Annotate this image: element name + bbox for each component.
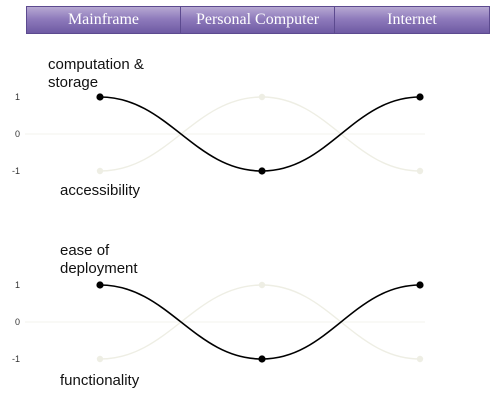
faded-series-point xyxy=(258,93,266,101)
y-tick-label: 0 xyxy=(15,317,20,327)
chart-svg: 1 0 -1 xyxy=(12,280,425,364)
chart-computation-accessibility: 1 0 -1 computation & storage accessibility xyxy=(0,52,500,202)
era-tab-internet: Internet xyxy=(334,6,490,34)
faded-series-point xyxy=(416,167,424,175)
primary-series-point xyxy=(416,93,424,101)
era-header: Mainframe Personal Computer Internet xyxy=(26,6,490,34)
y-tick-label: -1 xyxy=(12,354,20,364)
y-tick-label: 1 xyxy=(15,280,20,290)
chart-svg: 1 0 -1 xyxy=(12,92,425,176)
primary-series-point xyxy=(258,355,266,363)
primary-series-point xyxy=(416,281,424,289)
faded-series-point xyxy=(96,355,104,363)
chart-deployment-functionality: 1 0 -1 ease of deployment functionality xyxy=(0,238,500,390)
top-label: ease of deployment xyxy=(60,242,138,277)
y-tick-label: 1 xyxy=(15,92,20,102)
bottom-label: accessibility xyxy=(60,182,141,199)
faded-series-point xyxy=(258,281,266,289)
top-label: computation & storage xyxy=(48,56,144,91)
era-tab-mainframe: Mainframe xyxy=(26,6,180,34)
era-tab-personal-computer: Personal Computer xyxy=(180,6,334,34)
primary-series-point xyxy=(96,93,104,101)
y-tick-label: -1 xyxy=(12,166,20,176)
y-tick-label: 0 xyxy=(15,129,20,139)
primary-series-point xyxy=(258,167,266,175)
bottom-label: functionality xyxy=(60,372,140,389)
faded-series-point xyxy=(96,167,104,175)
faded-series-point xyxy=(416,355,424,363)
primary-series-point xyxy=(96,281,104,289)
